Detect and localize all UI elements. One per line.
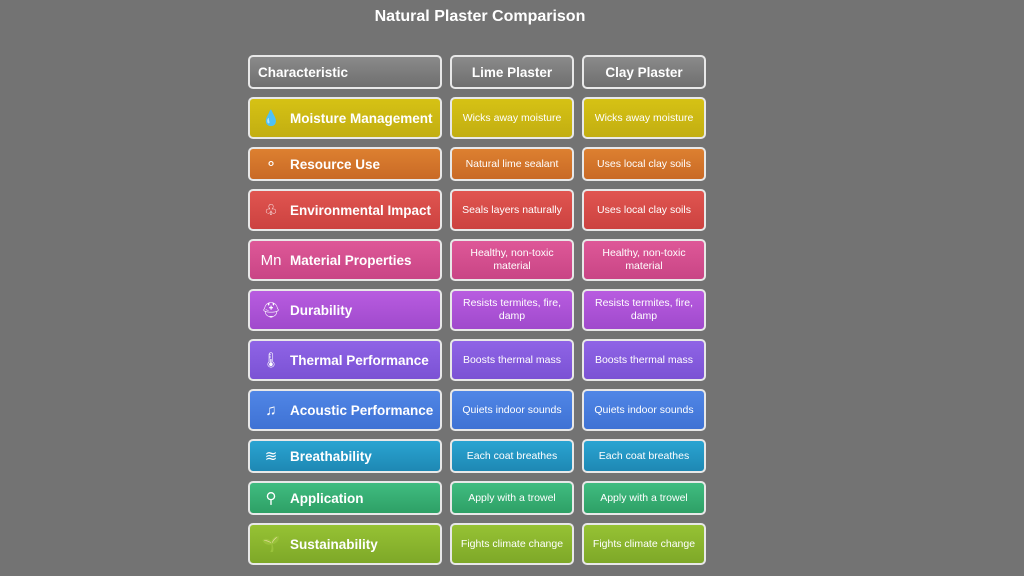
- person-music-icon: ♫: [265, 401, 277, 419]
- lime-plaster-cell: Resists termites, fire, damp: [450, 289, 574, 331]
- header-clay-plaster: Clay Plaster: [582, 55, 706, 89]
- water-drops-icon: 💧: [261, 109, 281, 127]
- table-row: ♫ Acoustic Performance Quiets indoor sound…: [248, 389, 706, 431]
- characteristic-cell: 🌱 Sustainability: [248, 523, 442, 565]
- header-characteristic: Characteristic: [248, 55, 442, 89]
- comparison-table: Characteristic Lime Plaster Clay Plaster…: [248, 55, 706, 565]
- lime-plaster-cell: Apply with a trowel: [450, 481, 574, 515]
- lime-plaster-cell: Boosts thermal mass: [450, 339, 574, 381]
- clay-plaster-cell: Fights climate change: [582, 523, 706, 565]
- worker-helmet-icon: ⛑: [261, 301, 281, 319]
- header-row: Characteristic Lime Plaster Clay Plaster: [248, 55, 706, 89]
- table-row: ♧ Environmental Impact Seals layers natura…: [248, 189, 706, 231]
- clay-plaster-cell: Resists termites, fire, damp: [582, 289, 706, 331]
- clay-plaster-cell: Healthy, non-toxic material: [582, 239, 706, 281]
- clay-plaster-cell: Boosts thermal mass: [582, 339, 706, 381]
- characteristic-label: Thermal Performance: [290, 352, 429, 368]
- characteristic-cell: ≋ Breathability: [248, 439, 442, 473]
- page-title: Natural Plaster Comparison: [374, 8, 586, 25]
- clay-plaster-cell: Wicks away moisture: [582, 97, 706, 139]
- clay-plaster-cell: Uses local clay soils: [582, 147, 706, 181]
- characteristic-label: Moisture Management: [290, 110, 433, 126]
- lime-plaster-cell: Seals layers naturally: [450, 189, 574, 231]
- characteristic-cell: ♧ Environmental Impact: [248, 189, 442, 231]
- characteristic-cell: Mn Material Properties: [248, 239, 442, 281]
- windshield-airflow-icon: ≋: [264, 447, 278, 465]
- element-icon: Mn: [260, 251, 282, 269]
- clay-plaster-cell: Uses local clay soils: [582, 189, 706, 231]
- characteristic-label: Durability: [290, 302, 353, 318]
- characteristic-cell: ⚲ Application: [248, 481, 442, 515]
- characteristic-cell: ⚬ Resource Use: [248, 147, 442, 181]
- characteristic-label: Resource Use: [290, 156, 381, 172]
- lime-plaster-cell: Each coat breathes: [450, 439, 574, 473]
- characteristic-cell: 💧 Moisture Management: [248, 97, 442, 139]
- thermometer-icon: 🌡: [261, 351, 281, 369]
- plant-hand-icon: 🌱: [261, 535, 281, 553]
- header-lime-plaster: Lime Plaster: [450, 55, 574, 89]
- characteristic-label: Material Properties: [290, 252, 412, 268]
- characteristic-cell: ♫ Acoustic Performance: [248, 389, 442, 431]
- lime-plaster-cell: Natural lime sealant: [450, 147, 574, 181]
- lime-plaster-cell: Fights climate change: [450, 523, 574, 565]
- characteristic-label: Application: [290, 490, 364, 506]
- factory-leaf-icon: ♧: [264, 201, 278, 219]
- lime-plaster-cell: Healthy, non-toxic material: [450, 239, 574, 281]
- lime-plaster-cell: Wicks away moisture: [450, 97, 574, 139]
- clay-plaster-cell: Each coat breathes: [582, 439, 706, 473]
- clay-plaster-cell: Quiets indoor sounds: [582, 389, 706, 431]
- table-row: Mn Material Properties Healthy, non-toxic …: [248, 239, 706, 281]
- characteristic-label: Sustainability: [290, 536, 378, 552]
- shapes-icon: ⚬: [264, 155, 278, 173]
- lime-plaster-cell: Quiets indoor sounds: [450, 389, 574, 431]
- search-tools-icon: ⚲: [265, 489, 277, 507]
- characteristic-label: Breathability: [290, 448, 372, 464]
- clay-plaster-cell: Apply with a trowel: [582, 481, 706, 515]
- characteristic-cell: 🌡 Thermal Performance: [248, 339, 442, 381]
- characteristic-label: Acoustic Performance: [290, 402, 434, 418]
- characteristic-label: Environmental Impact: [290, 202, 432, 218]
- characteristic-cell: ⛑ Durability: [248, 289, 442, 331]
